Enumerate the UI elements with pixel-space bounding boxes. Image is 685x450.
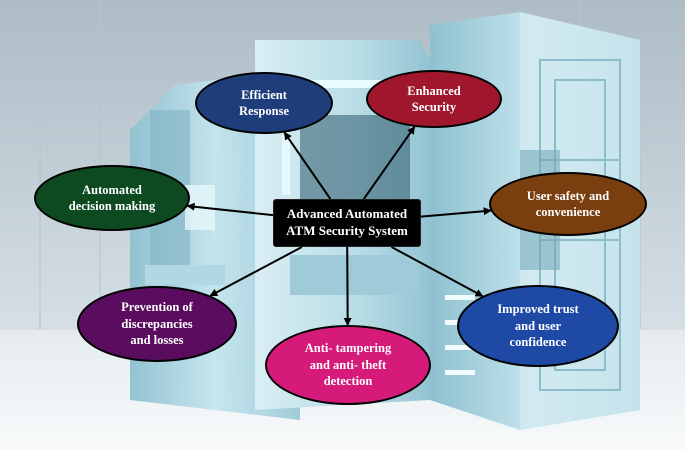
node-label: Automated decision making [68,182,156,214]
arrow-to-enhanced [362,125,416,200]
node-user-safety-and-convenience: User safety and convenience [489,172,647,236]
node-automated-decision-making: Automated decision making [34,165,190,231]
arrow-to-prevention [209,246,303,297]
arrow-to-antitamper [343,246,352,326]
arrow-to-automated [186,202,274,217]
arrow-to-trust [391,246,484,297]
arrow-to-usersafety [420,207,492,218]
node-anti-tampering-detection: Anti- tampering and anti- theft detectio… [265,325,431,405]
center-node-label: Advanced Automated ATM Security System [286,206,408,238]
node-improved-trust: Improved trust and user confidence [457,285,619,367]
node-prevention-of-discrepancies: Prevention of discrepancies and losses [77,286,237,362]
node-label: Prevention of discrepancies and losses [121,300,193,348]
center-node-atm-security-system: Advanced Automated ATM Security System [273,199,421,247]
node-label: Efficient Response [238,87,289,119]
node-label: Improved trust and user confidence [497,302,579,350]
arrow-to-efficient [283,131,332,200]
node-label: User safety and convenience [526,188,610,220]
node-efficient-response: Efficient Response [195,72,333,134]
node-label: Anti- tampering and anti- theft detectio… [304,341,392,389]
node-label: Enhanced Security [407,83,461,115]
node-enhanced-security: Enhanced Security [366,70,502,128]
